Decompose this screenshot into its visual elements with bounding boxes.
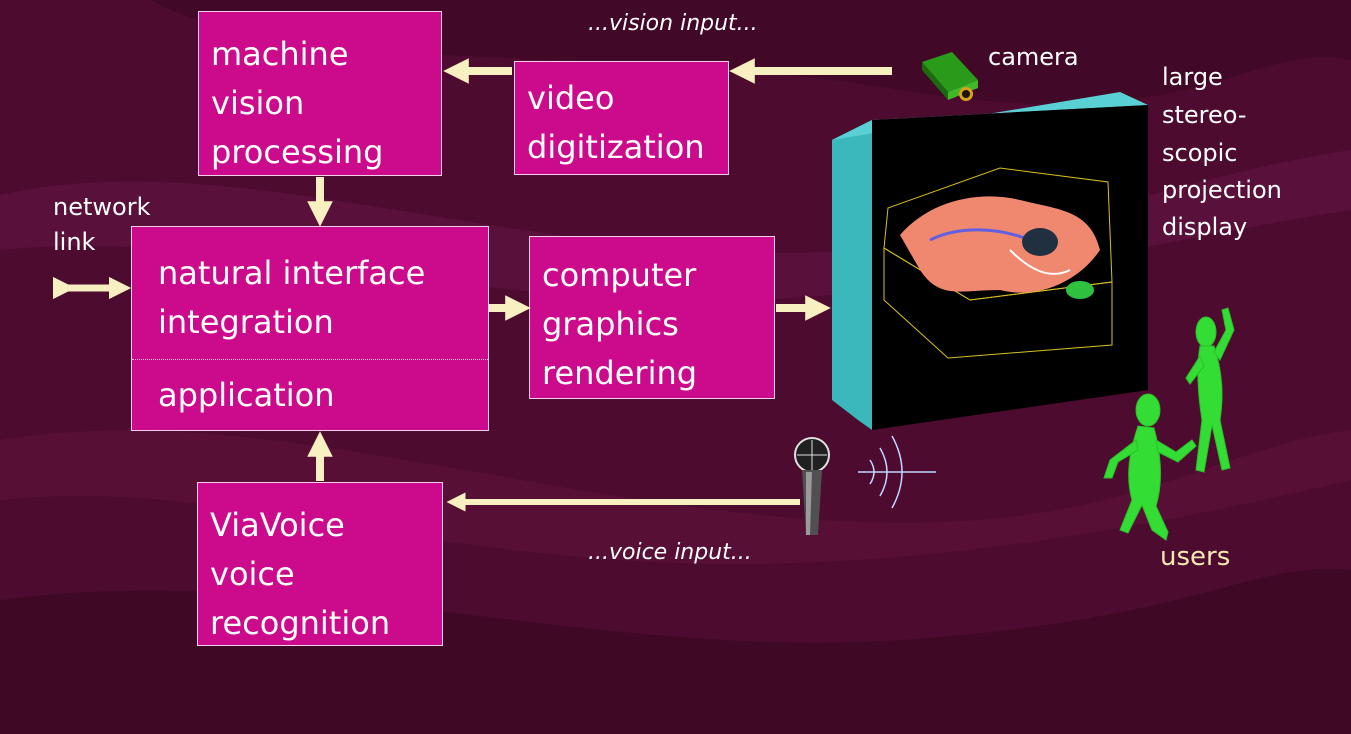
machine-vision-line-2: vision bbox=[211, 84, 305, 122]
machine-vision-line-3: processing bbox=[211, 133, 384, 171]
vision-input-label: ...vision input... bbox=[588, 11, 758, 36]
natural-interface-line-2: integration bbox=[158, 303, 334, 341]
network-link-label-line-1: network bbox=[53, 193, 151, 221]
machine-vision-processing-box: machine vision processing bbox=[198, 11, 442, 176]
display-label-line-4: projection bbox=[1162, 176, 1282, 204]
voice-input-label: ...voice input... bbox=[588, 540, 752, 565]
users-label: users bbox=[1160, 542, 1231, 572]
viavoice-line-3: recognition bbox=[210, 604, 391, 642]
computer-graphics-rendering-box: computer graphics rendering bbox=[529, 236, 775, 399]
machine-vision-line-1: machine bbox=[211, 35, 349, 73]
video-digitization-box: video digitization bbox=[514, 61, 729, 175]
display-label-line-1: large bbox=[1162, 63, 1223, 91]
viavoice-line-1: ViaVoice bbox=[210, 506, 345, 544]
display-label-line-5: display bbox=[1162, 213, 1248, 241]
camera-label: camera bbox=[988, 43, 1079, 71]
natural-interface-line-1: natural interface bbox=[158, 254, 426, 292]
network-link-label-line-2: link bbox=[53, 228, 96, 256]
graphics-line-2: graphics bbox=[542, 305, 679, 343]
graphics-line-1: computer bbox=[542, 256, 697, 294]
display-label-line-3: scopic bbox=[1162, 139, 1238, 167]
display-label-line-2: stereo- bbox=[1162, 101, 1247, 129]
viavoice-recognition-box: ViaVoice voice recognition bbox=[197, 482, 443, 646]
graphics-line-3: rendering bbox=[542, 354, 698, 392]
application-label: application bbox=[158, 376, 335, 414]
video-digitization-line-2: digitization bbox=[527, 128, 705, 166]
natural-interface-integration-box: natural interface integration applicatio… bbox=[131, 226, 489, 431]
viavoice-line-2: voice bbox=[210, 555, 295, 593]
video-digitization-line-1: video bbox=[527, 79, 615, 117]
application-divider bbox=[132, 359, 488, 360]
